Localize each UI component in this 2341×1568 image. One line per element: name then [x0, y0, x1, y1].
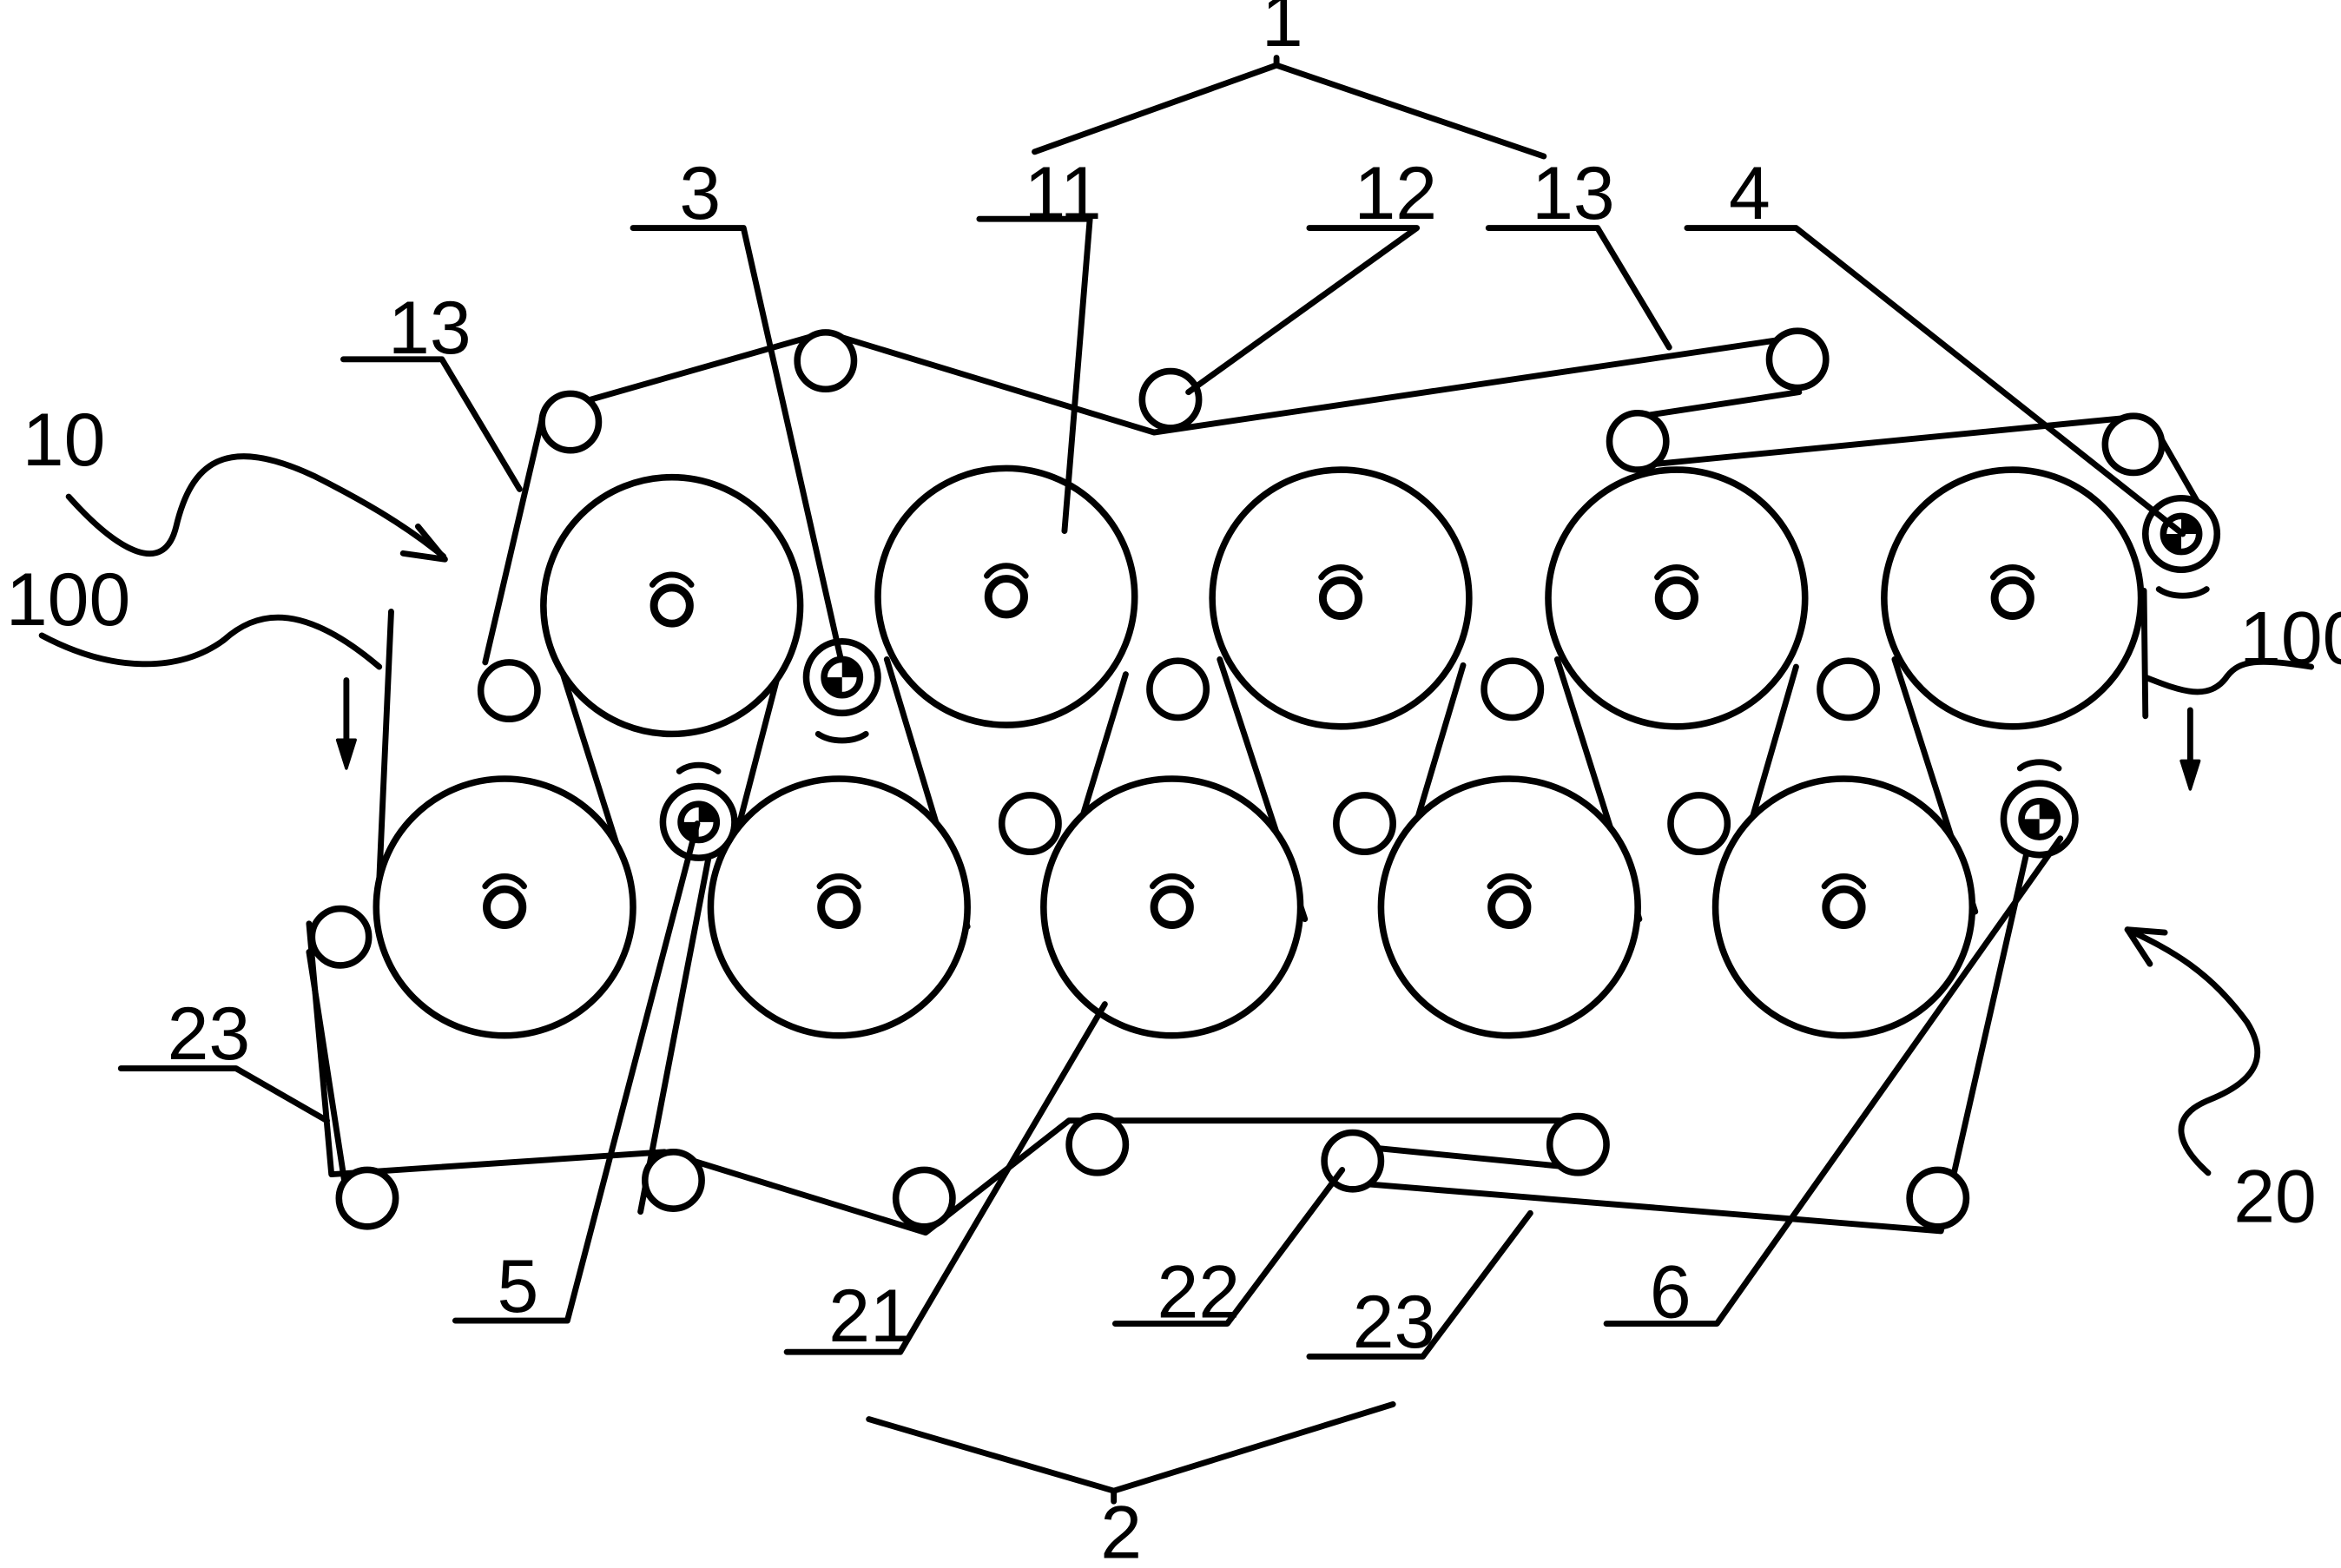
lower-group-bracket [866, 1400, 1396, 1494]
upper-cylinder-row [540, 464, 2145, 738]
label-13-right: 13 [1532, 152, 1615, 235]
label-21: 21 [828, 1275, 912, 1358]
lower-felt-belt-5 [637, 827, 717, 1216]
label-12: 12 [1354, 152, 1437, 235]
label-3: 3 [679, 152, 721, 235]
upper-guide-rolls [477, 327, 2166, 722]
leader-12 [1185, 225, 1421, 396]
lower-cylinder [1711, 775, 1976, 1039]
label-100-left: 100 [6, 558, 130, 642]
label-23-right: 23 [1353, 1281, 1436, 1364]
lower-cylinder [373, 775, 636, 1039]
label-11: 11 [1025, 152, 1102, 235]
upper-felt-belt-return [1639, 414, 2134, 469]
vacuum-roll-6 [2000, 759, 2079, 859]
web-direction-arrow-left [335, 677, 357, 770]
leader-23-left [117, 1065, 330, 1124]
leader-23-right [1306, 1209, 1533, 1360]
web-100-left-wavy-leader [38, 614, 383, 670]
leader-21 [783, 1001, 1108, 1355]
leader-13-right [1485, 225, 1672, 351]
section-10-wavy-arrow [65, 453, 448, 563]
lower-guide-rolls [308, 792, 1970, 1230]
label-5: 5 [498, 1245, 539, 1328]
lower-felt-belt-2 [1335, 780, 2046, 1235]
upper-cylinder [540, 473, 804, 738]
leader-4 [1684, 225, 2186, 537]
lower-cylinder [1040, 775, 1304, 1039]
upper-cylinder [1881, 466, 2145, 730]
lower-felt-belt-left-down [306, 948, 350, 1197]
label-10: 10 [23, 399, 106, 482]
vacuum-roll-5 [659, 761, 738, 861]
lower-cylinder [1377, 775, 1641, 1039]
lower-cylinder [707, 775, 971, 1039]
reference-labels: 1 2 3 11 12 13 4 13 10 100 100 23 20 5 2… [6, 0, 2341, 1568]
upper-cylinder [874, 464, 1138, 728]
label-1: 1 [1262, 0, 1303, 63]
leader-6 [1603, 835, 2064, 1327]
web-direction-arrow-right [2179, 707, 2201, 791]
lower-cylinder-row [373, 775, 1976, 1039]
lower-felt-belt [306, 920, 1589, 1236]
leader-13-left [340, 356, 523, 492]
label-22: 22 [1157, 1251, 1241, 1334]
label-13-left: 13 [388, 287, 471, 370]
vacuum-roll-3 [802, 638, 881, 744]
label-100-right: 100 [2239, 597, 2341, 681]
label-23-left: 23 [168, 992, 251, 1076]
leader-3 [630, 225, 844, 662]
leader-11 [976, 215, 1093, 535]
web-100-right-wavy-leader [2142, 658, 2315, 695]
leader-22 [1111, 1167, 1346, 1327]
leader-lines [117, 215, 2186, 1360]
section-20-wavy-arrow [2124, 926, 2261, 1176]
web-in [374, 608, 394, 918]
label-20: 20 [2233, 1156, 2317, 1239]
label-2: 2 [1100, 1492, 1142, 1568]
upper-cylinder [1545, 466, 1809, 730]
label-6: 6 [1650, 1251, 1691, 1334]
label-4: 4 [1729, 152, 1771, 235]
upper-cylinder [1209, 466, 1473, 730]
leader-5 [452, 820, 701, 1324]
upper-group-bracket [1032, 62, 1547, 160]
